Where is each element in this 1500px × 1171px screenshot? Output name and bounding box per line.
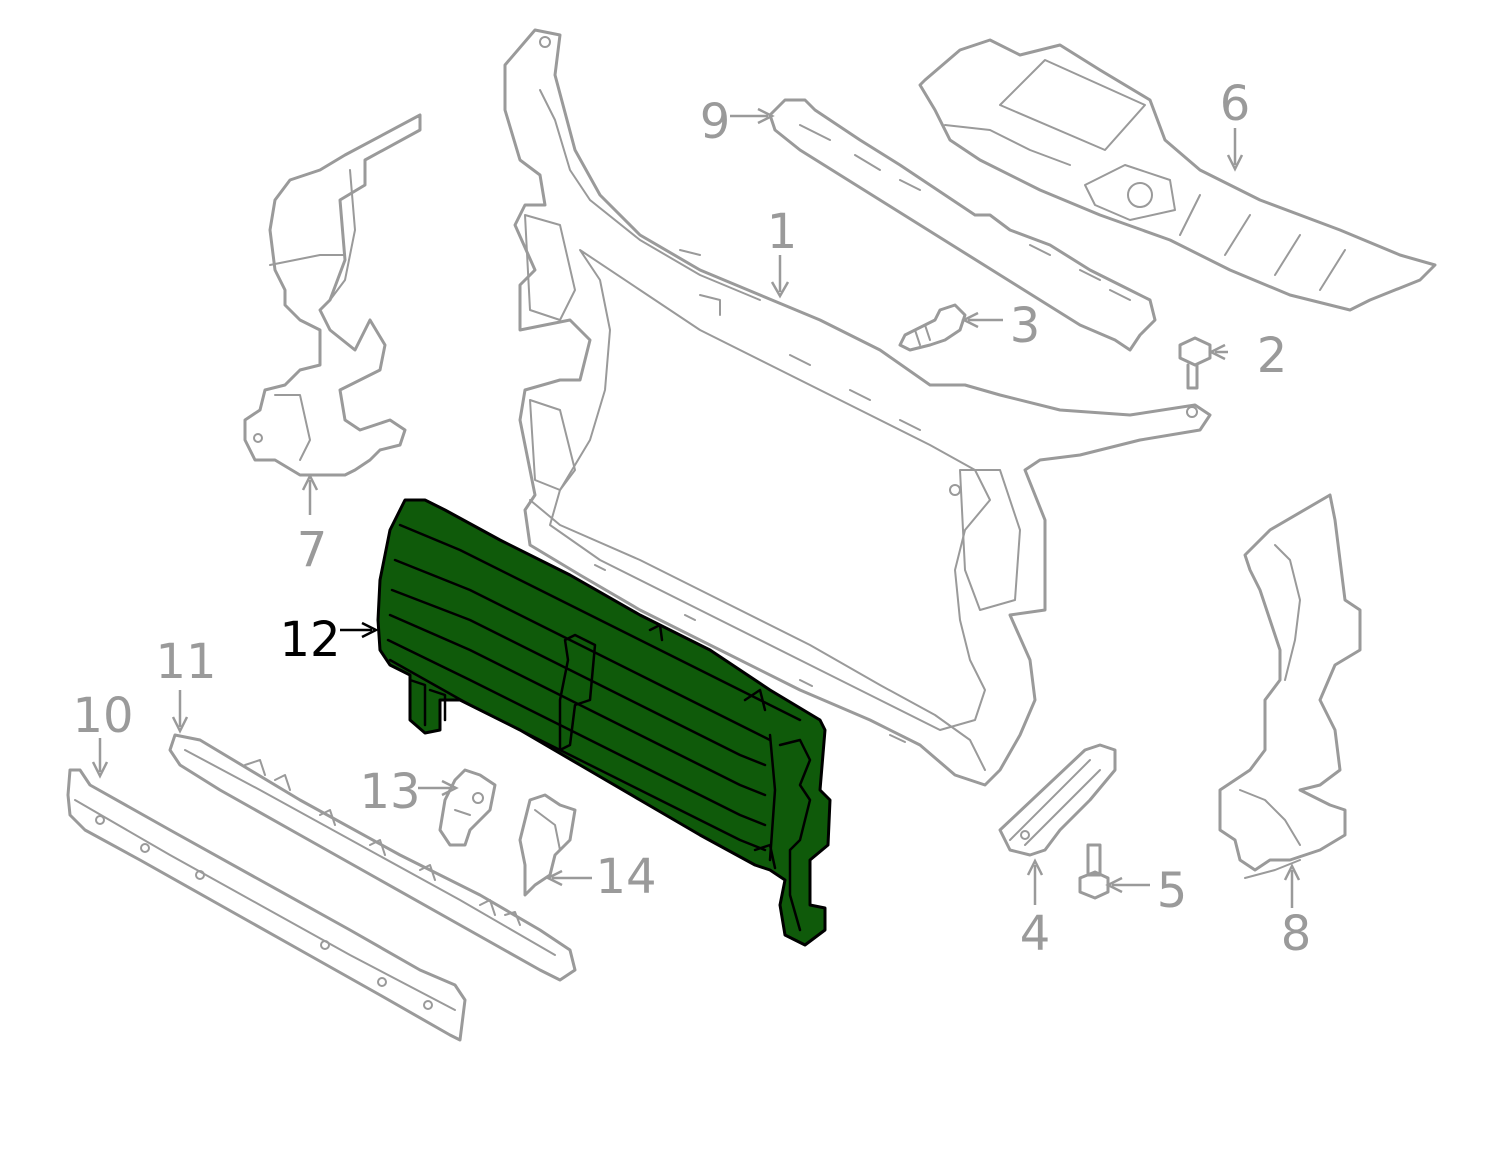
part-6-upper-cover[interactable] (918, 38, 1437, 312)
callout-3[interactable]: 3 (1010, 298, 1041, 354)
part-2-bolt[interactable] (1178, 336, 1212, 390)
callout-12[interactable]: 12 (279, 612, 340, 668)
callout-11[interactable]: 11 (155, 634, 216, 690)
part-9-seal-strip[interactable] (768, 98, 1157, 352)
callout-13[interactable]: 13 (359, 764, 420, 820)
part-10-lower-strip[interactable] (66, 768, 467, 1042)
callout-6[interactable]: 6 (1220, 76, 1251, 132)
part-1-radiator-support[interactable] (503, 28, 1212, 787)
callout-labels: 1 2 3 4 5 6 7 8 9 10 11 12 13 14 (72, 76, 1311, 962)
part-12-active-shutter[interactable] (376, 498, 832, 947)
callout-5[interactable]: 5 (1157, 863, 1188, 919)
callout-1[interactable]: 1 (767, 204, 798, 260)
callout-4[interactable]: 4 (1020, 906, 1051, 962)
part-13-small-bracket[interactable] (438, 768, 497, 847)
part-5-bolt[interactable] (1078, 843, 1110, 900)
callout-14[interactable]: 14 (595, 849, 656, 905)
part-4-side-bracket[interactable] (998, 743, 1117, 857)
part-14-bracket[interactable] (518, 793, 577, 897)
callout-8[interactable]: 8 (1281, 906, 1312, 962)
part-11-lower-grille-strip[interactable] (168, 733, 577, 982)
callout-2[interactable]: 2 (1257, 328, 1288, 384)
callout-leaders (91, 107, 1301, 908)
part-7-left-air-guide[interactable] (243, 113, 422, 477)
callout-7[interactable]: 7 (297, 522, 328, 578)
callout-9[interactable]: 9 (700, 94, 731, 150)
callout-10[interactable]: 10 (72, 688, 133, 744)
part-3-push-pin[interactable] (898, 303, 967, 352)
part-8-right-air-guide[interactable] (1218, 493, 1362, 879)
